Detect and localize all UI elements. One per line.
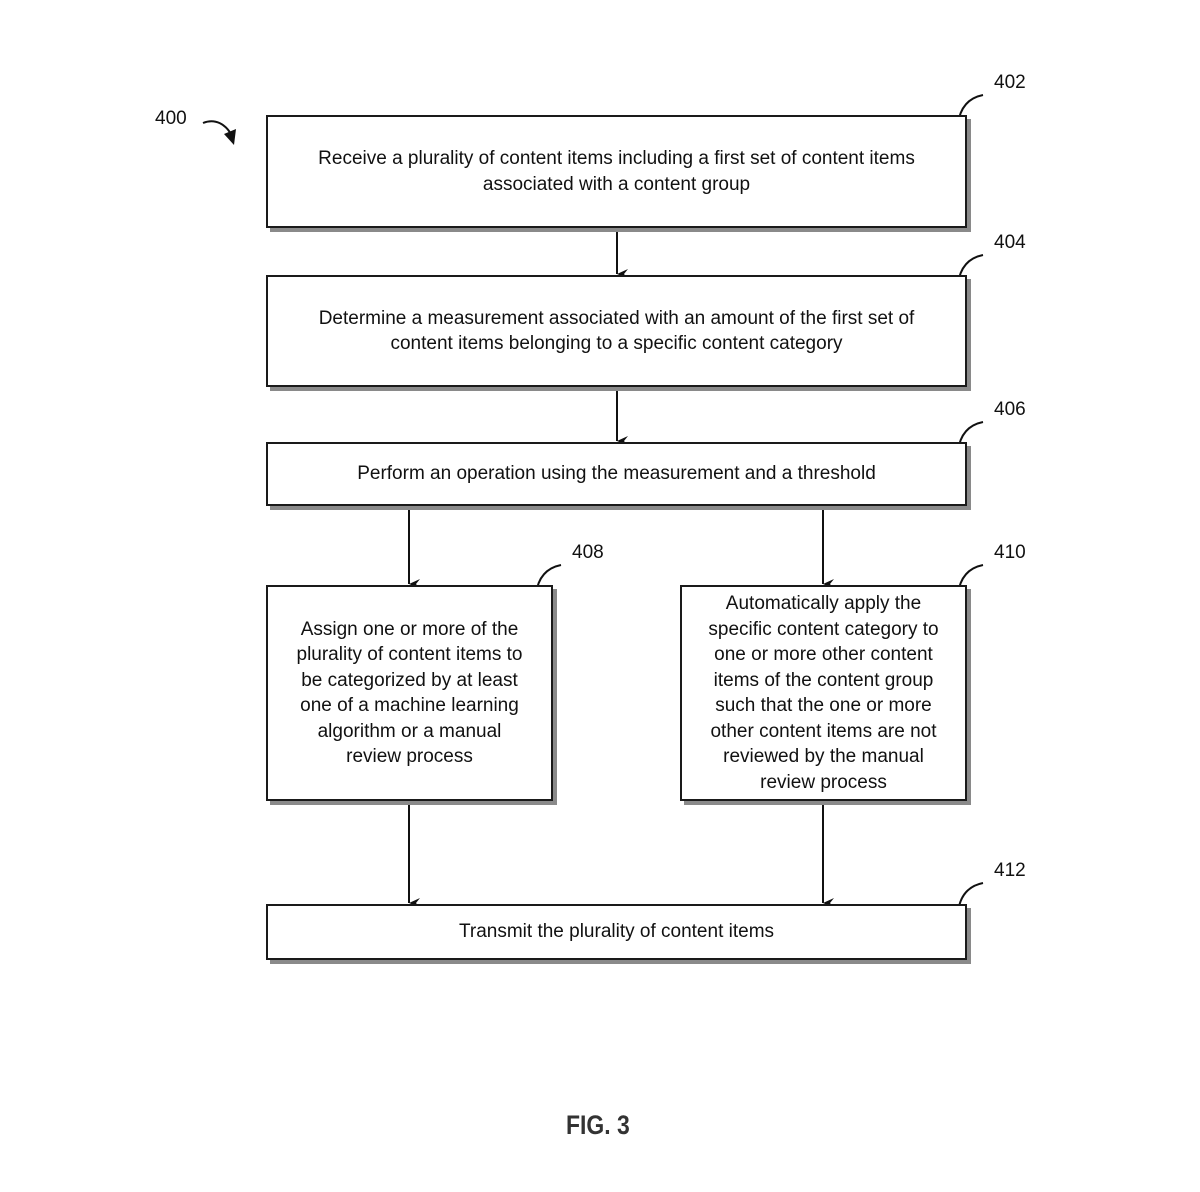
step-ref-406: 406 — [994, 399, 1026, 420]
diagram-ref-label: 400 — [155, 108, 187, 129]
step-box-406: Perform an operation using the measureme… — [266, 442, 967, 506]
step-ref-402: 402 — [994, 72, 1026, 93]
step-text: Assign one or more of the plurality of c… — [296, 618, 523, 768]
step-box-408: Assign one or more of the plurality of c… — [266, 585, 553, 801]
step-box-410: Automatically apply the specific content… — [680, 585, 967, 801]
step-box-402: Receive a plurality of content items inc… — [266, 115, 967, 228]
step-ref-410: 410 — [994, 542, 1026, 563]
step-box-412: Transmit the plurality of content items — [266, 904, 967, 960]
step-text: Perform an operation using the measureme… — [357, 463, 876, 485]
step-text: Determine a measurement associated with … — [318, 307, 915, 355]
step-text: Receive a plurality of content items inc… — [318, 148, 915, 195]
diagram-pointer-arrowhead-icon — [224, 129, 236, 145]
step-box-404: Determine a measurement associated with … — [266, 275, 967, 387]
step-text: Transmit the plurality of content items — [458, 921, 775, 943]
step-ref-408: 408 — [572, 542, 604, 563]
figure-label: FIG. 3 — [566, 1110, 630, 1140]
step-ref-404: 404 — [994, 232, 1026, 253]
step-ref-412: 412 — [994, 860, 1026, 881]
step-text: Automatically apply the specific content… — [708, 593, 939, 793]
